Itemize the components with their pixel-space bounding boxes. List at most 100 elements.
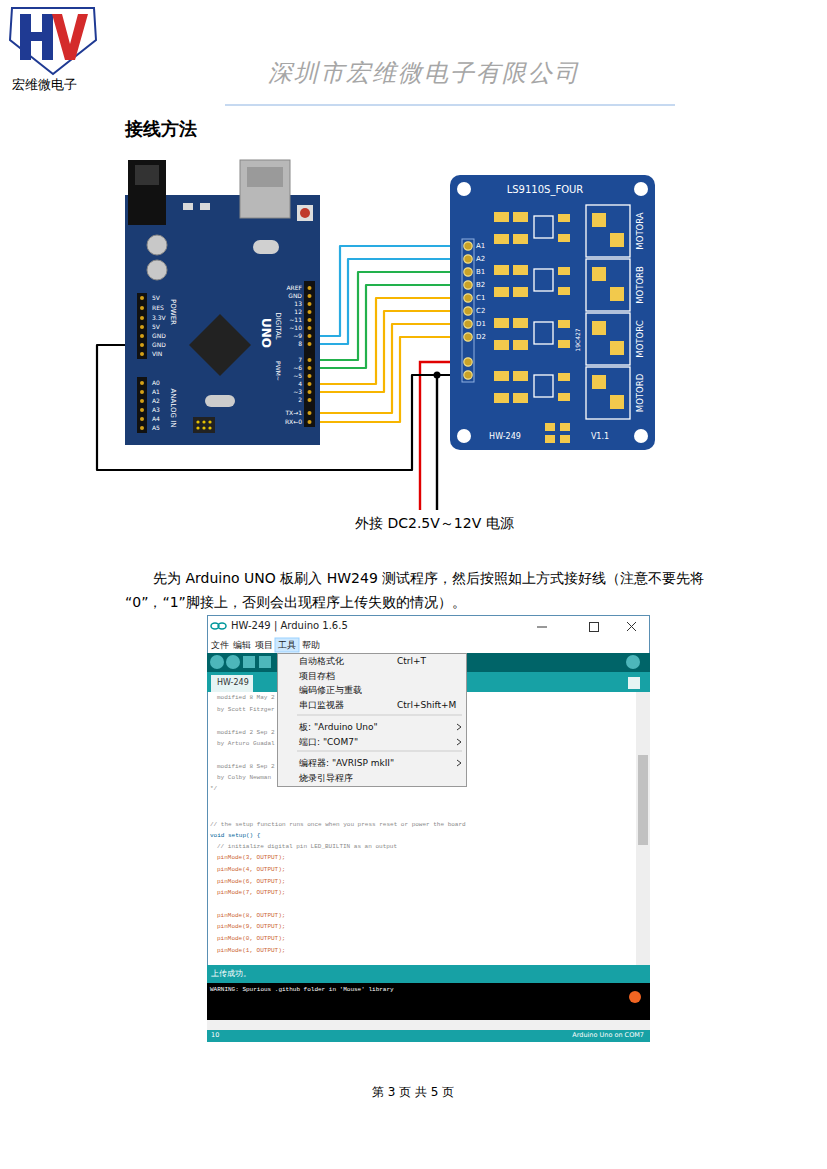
- node-text: pinMode(3, OUTPUT);: [217, 855, 285, 862]
- node-text: 8: [298, 341, 302, 348]
- power-wire-ground: [436, 375, 438, 510]
- node-text: 工具: [278, 640, 296, 650]
- page-label: 先为 Arduino UNO 板刷入 HW249 测试程序，然后按照如上方式接好…: [125, 566, 710, 614]
- company-logo: [10, 8, 96, 74]
- node-text: B2: [476, 281, 485, 289]
- node-text: pinMode(7, OUTPUT);: [217, 890, 285, 897]
- node-text: 7: [298, 357, 302, 364]
- node-text: ~11: [289, 317, 302, 324]
- node-text: HW-249 | Arduino 1.6.5: [231, 620, 348, 632]
- node-text: POWER: [169, 299, 177, 325]
- node-text: C1: [476, 294, 485, 302]
- node-text: Arduino Uno on COM7: [572, 1032, 644, 1039]
- node-text: pinMode(8, OUTPUT);: [217, 913, 285, 920]
- page-label: 第 3 页 共 5 页: [372, 1086, 454, 1100]
- node-text: 12: [294, 309, 302, 316]
- node-text: 5V: [152, 324, 160, 331]
- wire: [320, 337, 450, 422]
- node-text: DIGITAL: [274, 312, 282, 339]
- node-text: A0: [152, 380, 160, 387]
- node-text: PWM~: [275, 361, 282, 381]
- node-text: ~5: [293, 373, 302, 380]
- tools-menu: 自动格式化 Ctrl+T 项目存档编码修正与重载串口监视器 Ctrl+Shift+M 板…: [277, 653, 467, 787]
- node-text: 文件: [211, 640, 229, 650]
- node-text: RES: [152, 305, 164, 312]
- node-text: RX←0: [285, 419, 302, 426]
- node-text: D2: [476, 333, 486, 341]
- node-text: TX→1: [285, 410, 302, 417]
- node-text: HW-249: [217, 678, 249, 687]
- node-text: 端口: "COM7": [299, 737, 358, 747]
- node-text: GND: [152, 342, 166, 349]
- node-text: A3: [152, 407, 160, 414]
- node-text: by Colby Newman: [217, 775, 271, 782]
- node-text: A4: [152, 416, 160, 423]
- node-text: 10: [211, 1032, 219, 1039]
- node-text: ~10: [289, 325, 302, 332]
- node-text: A1: [152, 389, 160, 396]
- arduino-board: UNO POWER ANALOG IN DIGITAL PWM~ 5V RES 3.3V 5V G…: [125, 195, 320, 445]
- node-text: 编码修正与重载: [299, 685, 362, 695]
- node-text: 4: [298, 381, 302, 388]
- node-text: 帮助: [302, 640, 320, 650]
- node-text: pinMode(4, OUTPUT);: [217, 867, 285, 874]
- node-text: 3.3V: [152, 315, 166, 322]
- node-text: GND: [288, 293, 302, 300]
- section-title: 接线方法: [125, 119, 197, 140]
- power-wire-positive: [420, 362, 450, 510]
- node-text: void setup() {: [210, 833, 260, 840]
- node-text: MOTORC: [636, 320, 646, 357]
- node-text: by Scott Fitzger: [217, 707, 275, 714]
- node-text: 编辑: [233, 640, 251, 650]
- node-text: ~3: [293, 389, 302, 396]
- node-text: UNO: [258, 318, 272, 348]
- node-text: pinMode(0, OUTPUT);: [217, 936, 285, 943]
- node-text: 编程器: "AVRISP mkII": [299, 758, 394, 768]
- header-rule: [225, 105, 675, 106]
- node-text: D1: [476, 320, 486, 328]
- node-text: ANALOG IN: [169, 389, 177, 428]
- node-text: pinMode(1, OUTPUT);: [217, 948, 285, 955]
- page-label: 外接 DC2.5V～12V 电源: [355, 515, 514, 531]
- node-text: 19C427: [575, 328, 582, 351]
- node-text: MOTORB: [636, 266, 646, 304]
- node-text: */: [210, 786, 217, 793]
- node-text: C2: [476, 307, 485, 315]
- node-text: 项目存档: [299, 671, 335, 681]
- node-text: modified 8 Sep 2: [217, 764, 275, 771]
- node-text: LS9110S_FOUR: [507, 184, 584, 196]
- node-text: MOTORD: [636, 374, 646, 412]
- node-text: A1: [476, 242, 485, 250]
- node-text: GND: [152, 333, 166, 340]
- node-text: MOTORA: [636, 212, 646, 249]
- ide-window: HW-249 | Arduino 1.6.5文件编辑项目工具帮助 HW-249 mo…: [207, 615, 650, 1042]
- node-text: WARNING: Spurious .github folder in 'Mou…: [210, 987, 394, 994]
- node-text: V1.1: [591, 432, 609, 441]
- node-text: 13: [294, 301, 302, 308]
- node-text: B1: [476, 268, 485, 276]
- node-text: 5V: [152, 295, 160, 302]
- node-text: 串口监视器: [299, 700, 344, 710]
- node-text: pinMode(6, OUTPUT);: [217, 879, 285, 886]
- page-label: 宏维微电子: [12, 78, 77, 93]
- node-text: 2: [298, 397, 302, 404]
- node-text: Ctrl+T: [397, 656, 426, 666]
- node-text: ~6: [293, 365, 302, 372]
- node-text: A2: [476, 255, 485, 263]
- node-text: by Arturo Guadal: [217, 741, 275, 748]
- node-text: ~9: [293, 333, 302, 340]
- driver-module: LS9110S_FOUR A1A2B1B2C1C2D1D2 MOTORA MOTORB…: [450, 175, 655, 450]
- node-text: modified 2 Sep 2: [217, 730, 275, 737]
- node-text: VIN: [152, 351, 162, 358]
- node-text: HW-249: [489, 432, 521, 441]
- node-text: 上传成功。: [211, 969, 251, 978]
- node-text: // the setup function runs once when you…: [210, 822, 466, 829]
- node-text: A5: [152, 425, 160, 432]
- node-text: pinMode(9, OUTPUT);: [217, 924, 285, 931]
- node-text: 项目: [255, 640, 273, 650]
- node-text: 板: "Arduino Uno": [299, 722, 378, 732]
- node-text: Ctrl+Shift+M: [397, 700, 456, 710]
- page-label: 深圳市宏维微电子有限公司: [268, 60, 580, 88]
- node-text: 自动格式化: [299, 656, 344, 666]
